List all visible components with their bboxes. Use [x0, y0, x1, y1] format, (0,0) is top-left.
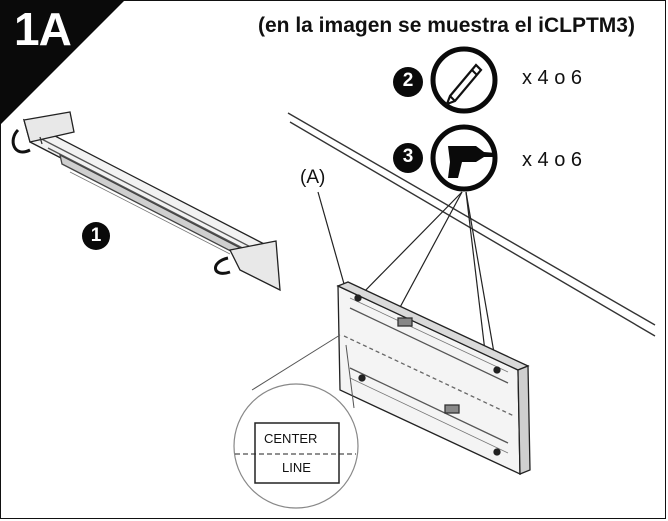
center-label: CENTER [264, 431, 318, 446]
line-label: LINE [282, 460, 311, 475]
step-label: 1A [14, 3, 72, 55]
drill-icon [430, 124, 498, 192]
part-2-number: 2 [402, 70, 414, 91]
hook-arrow-right [214, 256, 231, 275]
rail-bracket [22, 111, 281, 292]
callout-a: (A) [300, 167, 326, 188]
model-note: (en la imagen se muestra el iCLPTM3) [258, 14, 635, 37]
detail-leader [251, 334, 355, 409]
hook-arrow-left [11, 128, 31, 154]
part-2-badge [393, 67, 423, 97]
part-3-badge [393, 143, 423, 173]
part-1-badge [82, 222, 110, 250]
part-3-quantity: x 4 o 6 [522, 149, 583, 171]
pencil-icon [430, 46, 498, 114]
center-line-detail [233, 383, 359, 509]
part-3-number: 3 [402, 146, 414, 167]
part-1-number: 1 [90, 225, 102, 246]
part-2-quantity: x 4 o 6 [522, 67, 583, 89]
wall-plate [336, 281, 531, 476]
step-corner-banner [0, 0, 125, 125]
